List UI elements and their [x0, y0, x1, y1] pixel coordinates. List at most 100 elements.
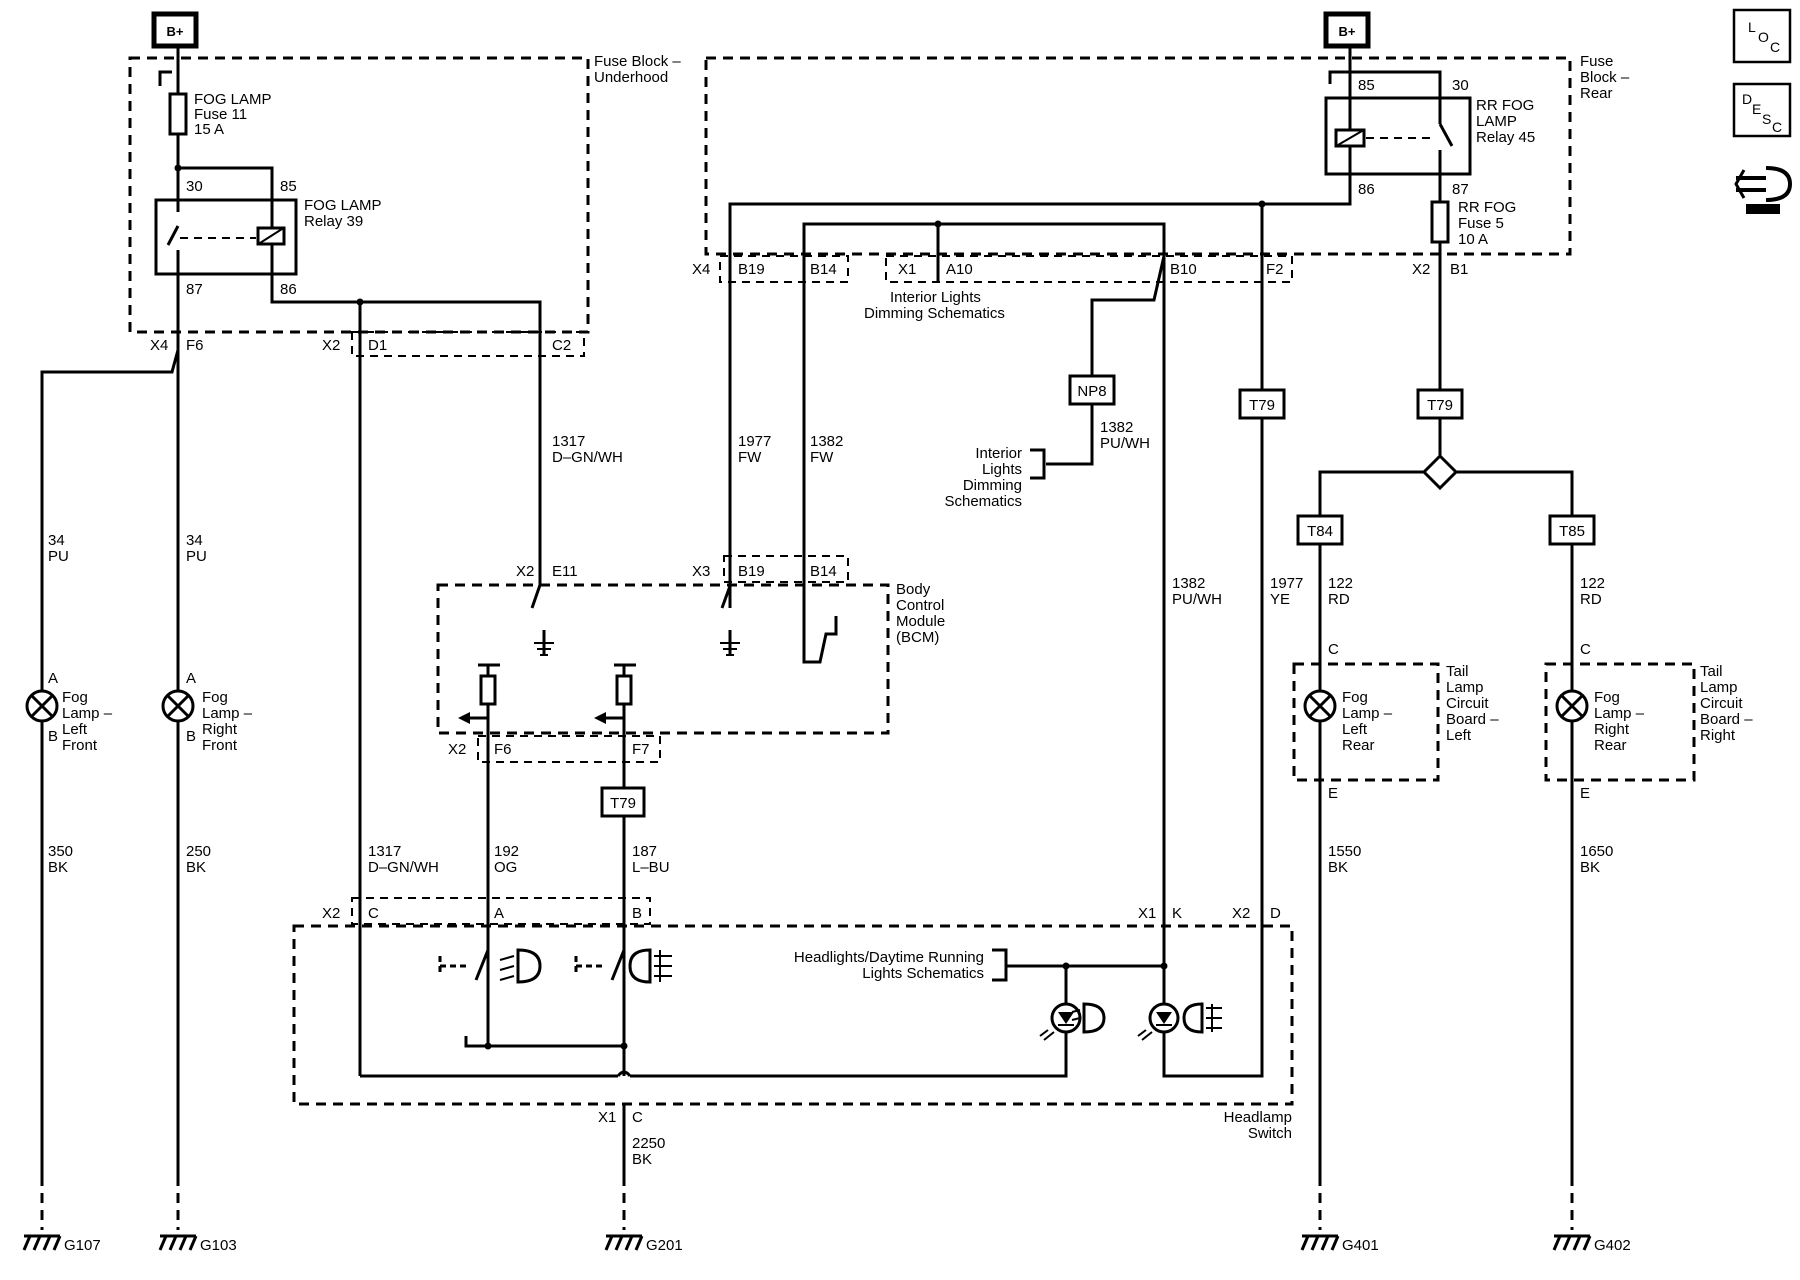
rear-fog-lamp-symbol-icon [628, 948, 672, 984]
svg-text:30: 30 [1452, 77, 1469, 94]
connector-icon[interactable] [1734, 166, 1793, 214]
svg-text:YE: YE [1270, 591, 1290, 608]
svg-text:B1: B1 [1450, 261, 1468, 278]
svg-text:1382: 1382 [1172, 575, 1205, 592]
svg-text:85: 85 [1358, 77, 1375, 94]
splice-t84 [1296, 514, 1344, 546]
description-button[interactable]: D E S C [1732, 82, 1792, 138]
svg-text:Rear: Rear [1342, 737, 1375, 754]
splice-t85 [1548, 514, 1596, 546]
svg-text:Fog: Fog [1594, 689, 1620, 706]
fuse-block-rear [704, 56, 1572, 256]
ground-icon [158, 1234, 198, 1251]
svg-text:Block –: Block – [1580, 69, 1630, 86]
svg-text:Lights: Lights [982, 461, 1022, 478]
svg-text:T79: T79 [610, 795, 636, 812]
svg-text:34: 34 [48, 532, 65, 549]
svg-text:Right: Right [1700, 727, 1736, 744]
svg-text:X1: X1 [598, 1109, 616, 1126]
svg-text:F6: F6 [494, 741, 512, 758]
svg-text:Relay 39: Relay 39 [304, 213, 363, 230]
svg-text:X2: X2 [322, 905, 340, 922]
svg-text:Tail: Tail [1700, 663, 1723, 680]
svg-text:Module: Module [896, 613, 945, 630]
svg-text:Relay 45: Relay 45 [1476, 129, 1535, 146]
svg-text:D–GN/WH: D–GN/WH [552, 449, 623, 466]
svg-text:Fog: Fog [62, 689, 88, 706]
svg-text:87: 87 [186, 281, 203, 298]
svg-text:Fuse 5: Fuse 5 [1458, 215, 1504, 232]
svg-text:Fuse 11: Fuse 11 [194, 106, 247, 123]
svg-text:FW: FW [810, 449, 834, 466]
splice-t79-f2 [1238, 388, 1286, 420]
svg-text:B+: B+ [1339, 24, 1356, 39]
svg-text:BK: BK [1328, 859, 1348, 876]
fog-indicator-led-icon [1039, 1002, 1106, 1041]
svg-text:C: C [1770, 39, 1780, 55]
splice-t79-lower [600, 786, 646, 818]
splice-t79-rear [1416, 388, 1464, 420]
svg-text:122: 122 [1580, 575, 1605, 592]
svg-text:C: C [1772, 119, 1782, 135]
bcm-ground-switch-icon [720, 585, 740, 656]
svg-text:B14: B14 [810, 563, 837, 580]
svg-text:1977: 1977 [738, 433, 771, 450]
svg-text:B14: B14 [810, 261, 837, 278]
svg-text:Body: Body [896, 581, 931, 598]
location-button[interactable]: L O C [1732, 8, 1792, 64]
svg-text:Lamp: Lamp [1700, 679, 1738, 696]
svg-text:Lamp –: Lamp – [202, 705, 253, 722]
fog-lamp-left-front: A B Fog Lamp – Left Front [25, 670, 113, 754]
svg-text:X4: X4 [692, 261, 710, 278]
svg-text:A10: A10 [946, 261, 973, 278]
svg-text:Lights Schematics: Lights Schematics [862, 965, 984, 982]
svg-text:Fuse: Fuse [1580, 53, 1613, 70]
tail-lamp-board-right [1544, 662, 1696, 782]
rear-fog-indicator-led-icon [1137, 1002, 1222, 1041]
svg-text:B: B [186, 728, 196, 745]
svg-text:Headlights/Daytime Running: Headlights/Daytime Running [794, 949, 984, 966]
svg-text:X2: X2 [1412, 261, 1430, 278]
ground-g402: G402 [1594, 1237, 1631, 1254]
ground-icon [22, 1234, 62, 1251]
svg-text:BK: BK [48, 859, 68, 876]
svg-text:X2: X2 [322, 337, 340, 354]
svg-text:C: C [632, 1109, 643, 1126]
svg-text:Lamp –: Lamp – [1342, 705, 1393, 722]
svg-text:E11: E11 [552, 563, 578, 580]
bcm-output-driver-icon [594, 663, 636, 724]
svg-text:1382: 1382 [810, 433, 843, 450]
bcm-output-driver-icon [458, 663, 500, 724]
svg-text:NP8: NP8 [1077, 383, 1106, 400]
svg-text:E: E [1580, 785, 1590, 802]
svg-text:15 A: 15 A [194, 121, 224, 138]
svg-text:Lamp –: Lamp – [1594, 705, 1645, 722]
svg-text:86: 86 [280, 281, 297, 298]
front-fog-lamp-symbol-icon [499, 948, 542, 984]
svg-text:D: D [1742, 91, 1752, 107]
svg-text:Lamp –: Lamp – [62, 705, 113, 722]
svg-text:X4: X4 [150, 337, 168, 354]
fog-lamp-right-front: A B Fog Lamp – Right Front [161, 670, 253, 754]
svg-text:B19: B19 [738, 261, 765, 278]
svg-text:K: K [1172, 905, 1182, 922]
ground-icon [1300, 1234, 1340, 1251]
svg-text:L: L [1748, 19, 1756, 35]
svg-text:30: 30 [186, 178, 203, 195]
bcm-ground-switch-icon [534, 630, 554, 656]
svg-text:E: E [1328, 785, 1338, 802]
ground-icon [604, 1234, 644, 1251]
ground-g201: G201 [646, 1237, 683, 1254]
svg-text:X2: X2 [516, 563, 534, 580]
svg-text:BK: BK [1580, 859, 1600, 876]
svg-text:2250: 2250 [632, 1135, 665, 1152]
svg-text:B+: B+ [167, 24, 184, 39]
svg-text:PU: PU [48, 548, 69, 565]
svg-text:Right: Right [202, 721, 238, 738]
battery-positive-left: B+ [151, 11, 199, 49]
svg-text:B: B [48, 728, 58, 745]
battery-positive-right: B+ [1323, 11, 1371, 49]
svg-text:C2: C2 [552, 337, 571, 354]
svg-text:Circuit: Circuit [1700, 695, 1743, 712]
svg-text:Fog: Fog [202, 689, 228, 706]
